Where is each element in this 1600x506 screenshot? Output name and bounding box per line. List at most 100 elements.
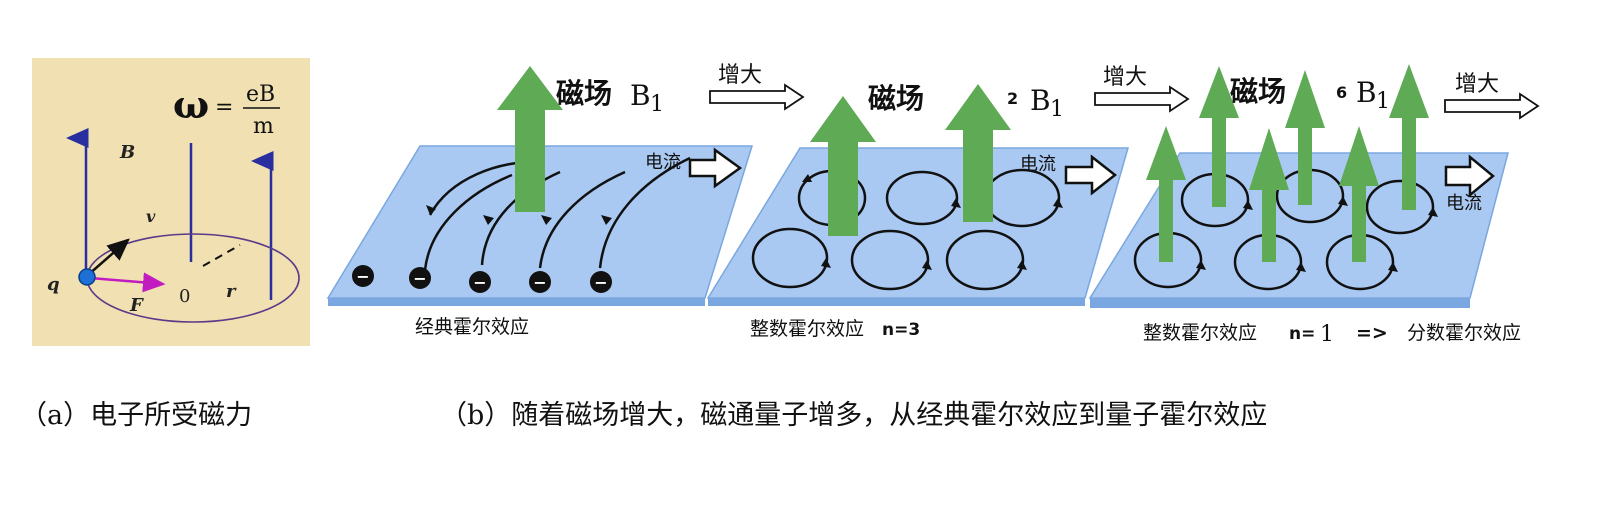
charge-5 [590, 271, 612, 293]
increase-label-2: 增大 [1103, 65, 1147, 90]
increase-step-1: 增大 [709, 63, 805, 111]
orbit-2-6-head [1017, 260, 1027, 270]
trajectory-4 [538, 170, 626, 269]
current-label-2: 电流 [1020, 154, 1056, 175]
label-q: q [47, 274, 60, 295]
charge-1-sign: − [356, 267, 369, 286]
trajectory-3 [480, 170, 561, 266]
charge-2 [409, 267, 431, 289]
field-label-3: 磁场 [1230, 75, 1286, 108]
current-arrow-3 [1444, 154, 1495, 198]
stage-integer-n3: 磁场 2 B 1 电流 整数霍尔效应 n=3 [706, 82, 1129, 340]
formula-equals: = [215, 95, 233, 120]
increase-step-2: 增大 [1094, 65, 1190, 113]
orbit-2-heads [802, 174, 1063, 270]
field-symbol-2: B [1030, 84, 1051, 117]
orbit-2-2 [885, 170, 959, 226]
stage-integer-n1: 磁场 6 B 1 电流 整数霍尔效应 n= 1 => 分数霍尔效应 [1088, 64, 1521, 347]
field-label-2: 磁场 [868, 82, 924, 115]
orbit-3-1-head [1243, 200, 1253, 210]
velocity-arrow [87, 238, 130, 276]
next-effect-label: 分数霍尔效应 [1407, 322, 1521, 344]
field-arrow-2b [945, 84, 1011, 222]
label-r: r [226, 281, 237, 302]
orbit-3-3-head [1428, 207, 1438, 217]
field-label-1: 磁场 [556, 77, 612, 110]
stage-3-label: 整数霍尔效应 [1143, 322, 1257, 344]
field-subscript-2: 1 [1050, 97, 1064, 122]
label-B: B [119, 142, 135, 163]
orbit-3-5-head [1296, 262, 1306, 272]
orbit-2-2-head [951, 198, 961, 208]
field-arrow-3f [1389, 64, 1429, 210]
charge-4 [529, 271, 551, 293]
stage-3-n-value: 1 [1320, 322, 1334, 347]
current-label-1: 电流 [645, 152, 681, 173]
increase-arrow-1 [709, 83, 805, 111]
field-arrow-3c [1249, 128, 1289, 262]
trajectory-5 [598, 156, 691, 269]
electron-dot [78, 268, 96, 286]
force-arrow [89, 272, 166, 293]
orbit-2-3-head [1053, 198, 1063, 208]
formula-denominator: m [253, 114, 274, 139]
current-arrow-1 [688, 147, 743, 189]
stage-3-n: n= [1289, 324, 1315, 344]
increase-arrow-3 [1444, 92, 1540, 120]
field-arrow-1 [497, 66, 563, 212]
field-arrow-2a [810, 96, 876, 236]
trajectory-4-head [541, 215, 552, 225]
stage-classical: − − − − − 磁场 B 1 电流 经典霍尔效应 [326, 66, 754, 338]
trajectory-1-head [426, 205, 436, 215]
stage-1-label: 经典霍尔效应 [415, 316, 529, 338]
plate-1-edge [328, 298, 705, 306]
panel-a-background [32, 58, 310, 346]
charge-2-sign: − [413, 269, 426, 288]
panel-a-electron-force: ω = eB m B r 0 v F q [32, 58, 310, 346]
orbit-3-6-head [1388, 262, 1398, 272]
label-F: F [129, 295, 144, 316]
orbit-3-2-head [1338, 196, 1348, 206]
implies-arrow: => [1356, 322, 1388, 344]
trajectory-5-head [601, 215, 612, 225]
orbit-3-heads [1196, 196, 1438, 272]
orbit-2-6 [945, 229, 1025, 291]
caption-b: （b）随着磁场增大，磁通量子增多，从经典霍尔效应到量子霍尔效应 [440, 400, 1268, 431]
trajectory-2 [423, 173, 513, 271]
field-arrow-3b [1199, 66, 1239, 207]
orbit-2-5-head [922, 260, 932, 270]
current-label-3: 电流 [1446, 193, 1482, 214]
field-arrow-3a [1146, 126, 1186, 262]
formula-numerator: eB [246, 82, 275, 107]
stage-2-label: 整数霍尔效应 [750, 318, 864, 340]
label-center: 0 [179, 286, 190, 307]
increase-label-1: 增大 [718, 63, 762, 88]
trajectory-3-head [483, 215, 494, 225]
orbit-2-5 [850, 229, 930, 291]
field-arrows-3 [1146, 64, 1429, 262]
charge-5-sign: − [594, 273, 607, 292]
field-factor-2: 2 [1007, 89, 1018, 108]
orbit-2-1-head [802, 174, 812, 182]
caption-a: （a）电子所受磁力 [20, 400, 253, 431]
charge-1 [352, 265, 374, 287]
increase-step-3: 增大 [1444, 72, 1540, 120]
orbit-2-4-head [821, 258, 831, 268]
field-subscript-3: 1 [1376, 89, 1390, 114]
charge-4-sign: − [533, 273, 546, 292]
field-symbol-1: B [630, 79, 651, 112]
field-arrow-3e [1339, 126, 1379, 262]
orbit-2-4 [751, 227, 829, 289]
field-arrow-3d [1285, 70, 1325, 205]
charge-3 [469, 271, 491, 293]
plate-2-edge [708, 298, 1085, 306]
label-v: v [146, 207, 156, 226]
stage-2-n: n=3 [882, 320, 920, 340]
increase-arrow-2 [1094, 85, 1190, 113]
field-subscript-1: 1 [650, 92, 664, 117]
field-symbol-3: B [1356, 76, 1377, 109]
field-factor-3: 6 [1336, 83, 1347, 102]
orbit-3-4-head [1196, 260, 1206, 270]
